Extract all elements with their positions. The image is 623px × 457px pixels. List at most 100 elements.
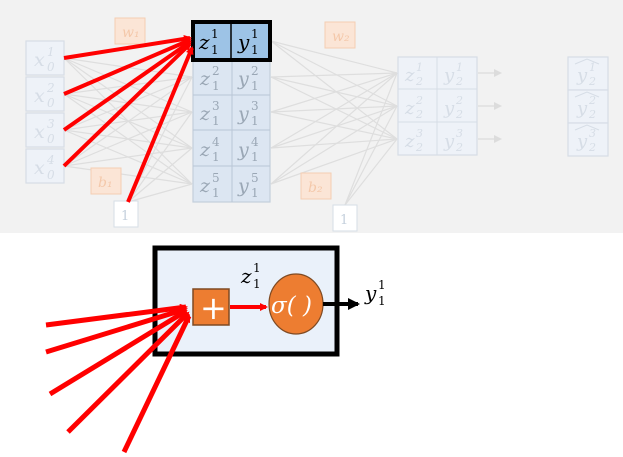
svg-text:2: 2: [415, 75, 423, 88]
svg-text:1: 1: [251, 27, 259, 41]
layer1-connections: [63, 57, 193, 203]
svg-text:1: 1: [211, 27, 219, 41]
neuron-z-label: z 1 1: [240, 261, 261, 291]
connection-line: [270, 72, 398, 185]
hidden2-row-2: z 2 2 y 2 2: [404, 94, 463, 121]
hidden-layer-1: z 2 1 y 2 1 z 3 1 y 3 1 z 4 1 y 4 1 z 5 …: [192, 59, 271, 203]
svg-text:1: 1: [251, 114, 259, 128]
svg-text:2: 2: [588, 94, 596, 107]
svg-text:1: 1: [212, 150, 220, 164]
output-node-3: y 3 2: [567, 122, 609, 157]
connection-line: [63, 76, 193, 167]
svg-text:1: 1: [378, 278, 386, 292]
connection-line: [270, 72, 398, 149]
hidden2-row-1: z 1 2 y 1 2: [404, 61, 463, 88]
svg-text:4: 4: [46, 153, 55, 167]
connection-line: [270, 40, 398, 107]
bias-connection-line: [344, 105, 398, 206]
svg-text:1: 1: [211, 43, 219, 57]
svg-text:2: 2: [588, 108, 596, 121]
svg-text:x: x: [34, 49, 45, 71]
svg-text:y: y: [237, 139, 249, 161]
svg-text:1: 1: [253, 277, 261, 291]
layer2-connections: [270, 40, 398, 206]
svg-text:2: 2: [455, 141, 463, 154]
svg-text:z: z: [404, 131, 415, 152]
connection-line: [270, 111, 398, 140]
hidden1-row-2: z 2 1 y 2 1: [199, 64, 259, 93]
svg-text:2: 2: [455, 108, 463, 121]
svg-text:5: 5: [251, 171, 259, 185]
svg-text:1: 1: [251, 150, 259, 164]
svg-text:x: x: [34, 85, 45, 107]
bias-one-node-1: 1: [113, 200, 139, 228]
sum-node: +: [192, 288, 230, 327]
connection-line: [270, 40, 398, 74]
bias-connection-line: [127, 147, 193, 203]
svg-text:2: 2: [588, 75, 596, 88]
bias-one-node-2: 1: [332, 204, 358, 232]
bias-connection-line: [127, 183, 193, 203]
svg-text:1: 1: [47, 45, 55, 59]
svg-text:1: 1: [251, 79, 259, 93]
b2-box: b₂: [300, 172, 332, 200]
svg-text:1: 1: [121, 209, 129, 224]
connection-line: [270, 72, 398, 78]
red-input-arrows-top: [62, 34, 194, 203]
svg-text:4: 4: [251, 135, 259, 149]
svg-text:3: 3: [589, 127, 596, 140]
svg-text:y: y: [364, 281, 377, 305]
svg-text:2: 2: [251, 64, 259, 78]
svg-text:b₂: b₂: [308, 180, 323, 196]
svg-text:2: 2: [455, 94, 463, 107]
svg-text:2: 2: [455, 75, 463, 88]
svg-text:y: y: [237, 103, 249, 125]
svg-text:3: 3: [416, 127, 423, 140]
connection-line: [63, 111, 193, 167]
svg-text:w₁: w₁: [122, 25, 140, 41]
svg-text:y: y: [237, 175, 249, 197]
output-node-2: y 2 2: [567, 89, 609, 124]
output-node-1: y 1 2: [567, 56, 609, 91]
red-input-arrows-bottom: [45, 303, 192, 454]
input-node-2: x 2 0: [25, 76, 65, 112]
svg-text:0: 0: [47, 132, 55, 146]
hidden1-row-5: z 5 1 y 5 1: [199, 171, 259, 200]
b1-box: b₁: [90, 167, 122, 195]
svg-text:1: 1: [589, 61, 596, 74]
svg-text:3: 3: [47, 117, 55, 131]
highlighted-neuron-cell: z 1 1 y 1 1: [191, 20, 272, 62]
svg-text:2: 2: [415, 94, 423, 107]
hidden2-row-3: z 3 2 y 3 2: [404, 127, 463, 154]
output-nodes: y 1 2 y 2 2 y 3 2: [567, 56, 609, 157]
bias-connection-line: [127, 111, 193, 203]
svg-text:y: y: [443, 65, 455, 86]
input-nodes: x 1 0 x 2 0 x 3 0 x 4 0: [25, 40, 65, 184]
svg-text:x: x: [34, 157, 45, 179]
svg-text:y: y: [576, 65, 588, 86]
svg-text:y: y: [576, 98, 588, 119]
neuron-detail: + z 1 1 σ( ) y 1 1: [45, 245, 386, 454]
svg-text:σ( ): σ( ): [271, 293, 312, 319]
svg-text:1: 1: [251, 186, 259, 200]
svg-text:1: 1: [253, 261, 261, 275]
svg-text:2: 2: [46, 81, 55, 95]
connection-line: [270, 105, 398, 113]
svg-text:z: z: [198, 30, 210, 54]
connection-line: [270, 76, 398, 107]
svg-text:y: y: [443, 131, 455, 152]
svg-text:1: 1: [378, 294, 386, 308]
svg-text:2: 2: [212, 64, 220, 78]
svg-text:2: 2: [415, 141, 423, 154]
svg-text:1: 1: [212, 114, 220, 128]
svg-text:4: 4: [212, 135, 220, 149]
svg-text:1: 1: [212, 79, 220, 93]
bias-connection-line: [344, 72, 398, 206]
svg-text:y: y: [237, 68, 249, 90]
svg-text:1: 1: [212, 186, 220, 200]
svg-text:b₁: b₁: [98, 175, 113, 191]
hidden1-row-4: z 4 1 y 4 1: [199, 135, 259, 164]
input-node-3: x 3 0: [25, 112, 65, 148]
svg-text:z: z: [199, 139, 211, 161]
